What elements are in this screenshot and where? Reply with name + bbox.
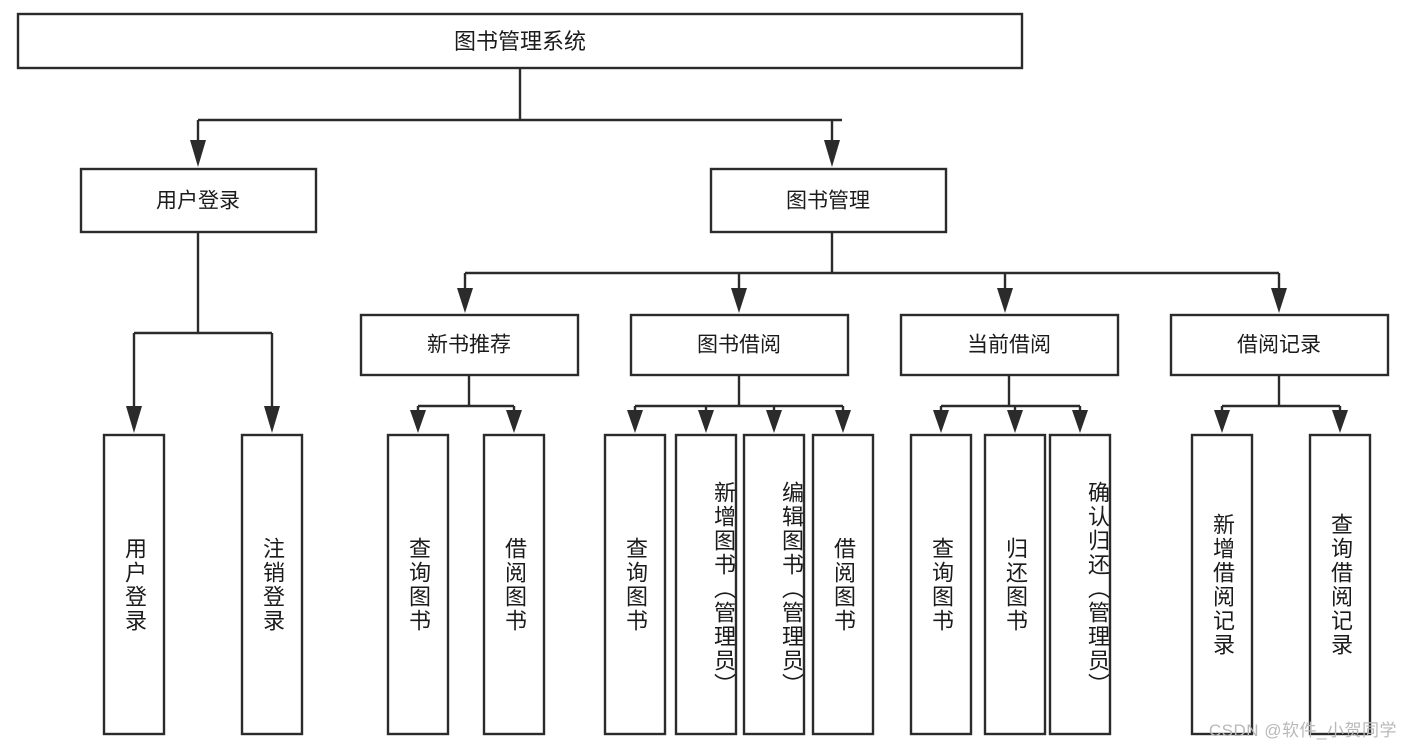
current-borrow-box[interactable]	[899, 313, 1120, 377]
node-book-management[interactable]: 图书管理	[709, 167, 948, 234]
node-user-login[interactable]: 用户登录	[79, 167, 318, 234]
leaf-box-borrow-book-b[interactable]	[811, 433, 875, 736]
arrow-leaf-user-login	[126, 406, 142, 433]
leaf-box-user-login[interactable]	[102, 433, 166, 736]
connector-layer	[126, 68, 1348, 433]
csdn-watermark: CSDN @软件_小贺同学	[1208, 721, 1397, 740]
leaf-box-edit-book[interactable]	[742, 433, 806, 736]
book-borrow-label: 图书借阅	[697, 334, 781, 357]
arrow-to-book-manage	[824, 140, 840, 167]
leaf-box-confirm-return[interactable]	[1048, 433, 1112, 736]
arrow-leaf-query-record	[1332, 410, 1348, 433]
leaf-box-query-book-c[interactable]	[909, 433, 973, 736]
arrow-to-user-login	[190, 140, 206, 167]
arrow-leaf-return-book	[1007, 410, 1023, 433]
arrow-to-book-borrow	[731, 288, 747, 313]
leaf-box-logout[interactable]	[240, 433, 304, 736]
arrow-leaf-add-record	[1214, 410, 1230, 433]
new-book-recommend-label: 新书推荐	[427, 334, 511, 357]
leaf-box-query-record[interactable]	[1308, 433, 1372, 736]
book-borrow-box[interactable]	[629, 313, 850, 377]
arrow-leaf-query-book-a	[410, 410, 426, 433]
root-box[interactable]	[16, 12, 1024, 70]
current-borrow-label: 当前借阅	[967, 334, 1051, 357]
node-root-system[interactable]: 图书管理系统	[16, 12, 1024, 70]
arrow-leaf-borrow-book-b	[835, 410, 851, 433]
arrow-leaf-query-book-c	[933, 410, 949, 433]
node-current-borrow[interactable]: 当前借阅	[899, 313, 1120, 377]
leaf-box-return-book[interactable]	[983, 433, 1047, 736]
book-management-box[interactable]	[709, 167, 948, 234]
user-login-label: 用户登录	[156, 190, 240, 213]
arrow-leaf-borrow-book-a	[506, 410, 522, 433]
node-new-book-recommend[interactable]: 新书推荐	[359, 313, 580, 377]
arrow-to-current-borrow	[997, 288, 1013, 313]
new-book-recommend-box[interactable]	[359, 313, 580, 377]
node-book-borrow[interactable]: 图书借阅	[629, 313, 850, 377]
leaf-box-add-record[interactable]	[1190, 433, 1254, 736]
borrow-record-label: 借阅记录	[1237, 334, 1321, 357]
leaf-box-query-book-a[interactable]	[386, 433, 450, 736]
root-label: 图书管理系统	[454, 29, 586, 54]
book-management-label: 图书管理	[786, 190, 870, 213]
leaf-box-layer	[102, 433, 1372, 736]
arrow-leaf-query-book-b	[627, 410, 643, 433]
arrow-leaf-confirm-return	[1072, 410, 1088, 433]
leaf-box-query-book-b[interactable]	[603, 433, 667, 736]
leaf-box-borrow-book-a[interactable]	[482, 433, 546, 736]
arrow-leaf-edit-book	[766, 410, 782, 433]
arrow-leaf-add-book	[698, 410, 714, 433]
arrow-to-borrow-record	[1271, 288, 1287, 313]
leaf-box-add-book[interactable]	[674, 433, 738, 736]
borrow-record-box[interactable]	[1169, 313, 1390, 377]
arrow-to-new-book-rec	[457, 288, 473, 313]
user-login-box[interactable]	[79, 167, 318, 234]
arrow-leaf-logout	[264, 406, 280, 433]
node-borrow-record[interactable]: 借阅记录	[1169, 313, 1390, 377]
